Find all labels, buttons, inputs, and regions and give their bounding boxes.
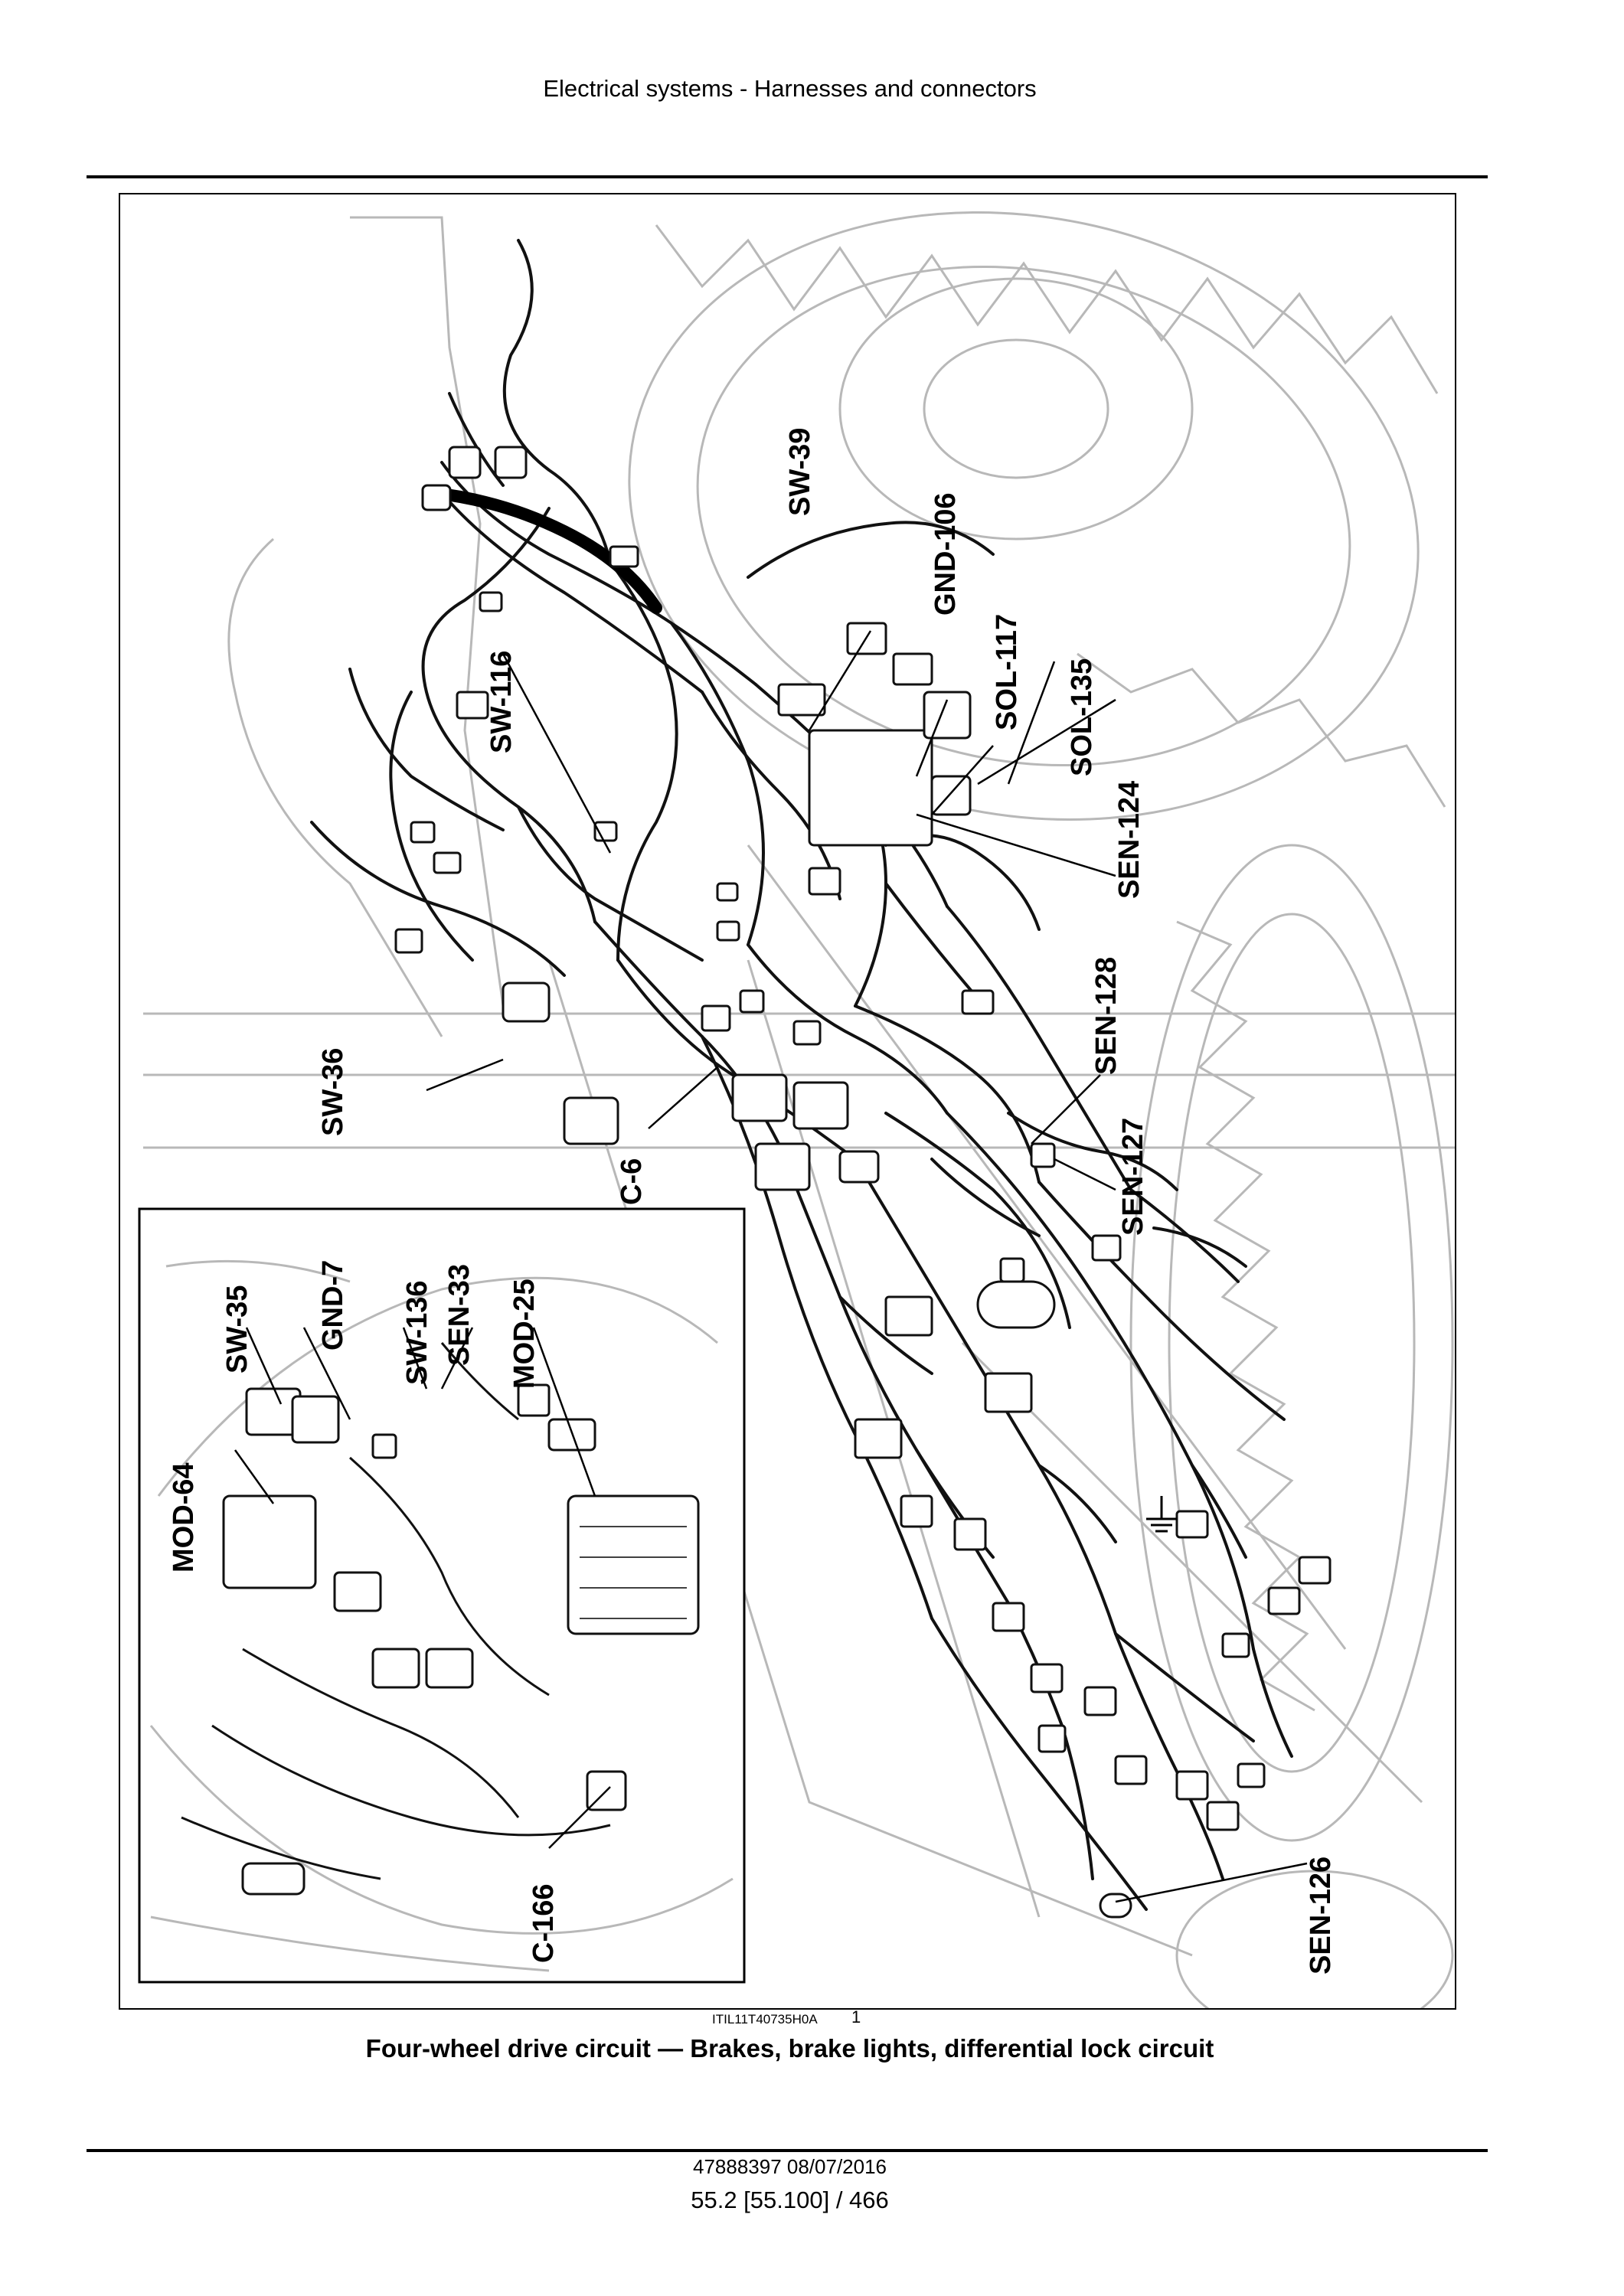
callout-sol117: SOL-117 <box>991 614 1023 730</box>
callout-sen124: SEN-124 <box>1113 781 1145 899</box>
callout-sw116: SW-116 <box>485 651 518 753</box>
callout-sol135: SOL-135 <box>1066 658 1098 776</box>
inset-detail-panel <box>138 1207 746 1984</box>
callout-mod25: MOD-25 <box>508 1279 541 1389</box>
callout-sen33: SEN-33 <box>443 1264 475 1366</box>
callout-sw35: SW-35 <box>221 1285 253 1373</box>
footer-page-ref: 55.2 [55.100] / 466 <box>691 2187 889 2213</box>
figure-caption: Four-wheel drive circuit — Brakes, brake… <box>365 2034 1214 2062</box>
callout-gnd106: GND-106 <box>930 493 962 616</box>
callout-c6: C-6 <box>616 1158 648 1205</box>
callout-sw36: SW-36 <box>317 1048 349 1136</box>
figure-image-id: ITIL11T40735H0A <box>712 2012 818 2027</box>
callout-sen128: SEN-128 <box>1090 957 1122 1075</box>
callout-c166: C-166 <box>528 1884 560 1964</box>
callout-sw136: SW-136 <box>401 1280 433 1385</box>
callout-mod64: MOD-64 <box>168 1462 200 1573</box>
callout-labels: SW-39 GND-106 SOL-117 SOL-135 SEN-124 SW… <box>168 428 1337 1974</box>
callout-sen127: SEN-127 <box>1117 1118 1149 1236</box>
callout-gnd7: GND-7 <box>317 1260 349 1350</box>
footer-doc-ref: 47888397 08/07/2016 <box>692 2155 887 2178</box>
tractor-background-drawing <box>143 211 1455 2008</box>
ground-symbol-icon <box>1146 1496 1177 1533</box>
wiring-diagram: SW-39 GND-106 SOL-117 SOL-135 SEN-124 SW… <box>138 211 1455 2008</box>
main-harness-bundle <box>428 487 662 614</box>
page-header-title: Electrical systems - Harnesses and conne… <box>543 75 1037 102</box>
footer-rule <box>87 2149 1488 2152</box>
wiring-diagram-figure: SW-39 GND-106 SOL-117 SOL-135 SEN-124 SW… <box>119 193 1456 2010</box>
callout-sw39: SW-39 <box>784 428 816 516</box>
callout-sen126: SEN-126 <box>1305 1857 1337 1974</box>
callout-leader-lines <box>426 630 1308 1903</box>
header-rule <box>87 175 1488 178</box>
harness-components <box>394 446 1332 1919</box>
figure-number: 1 <box>851 2007 861 2027</box>
